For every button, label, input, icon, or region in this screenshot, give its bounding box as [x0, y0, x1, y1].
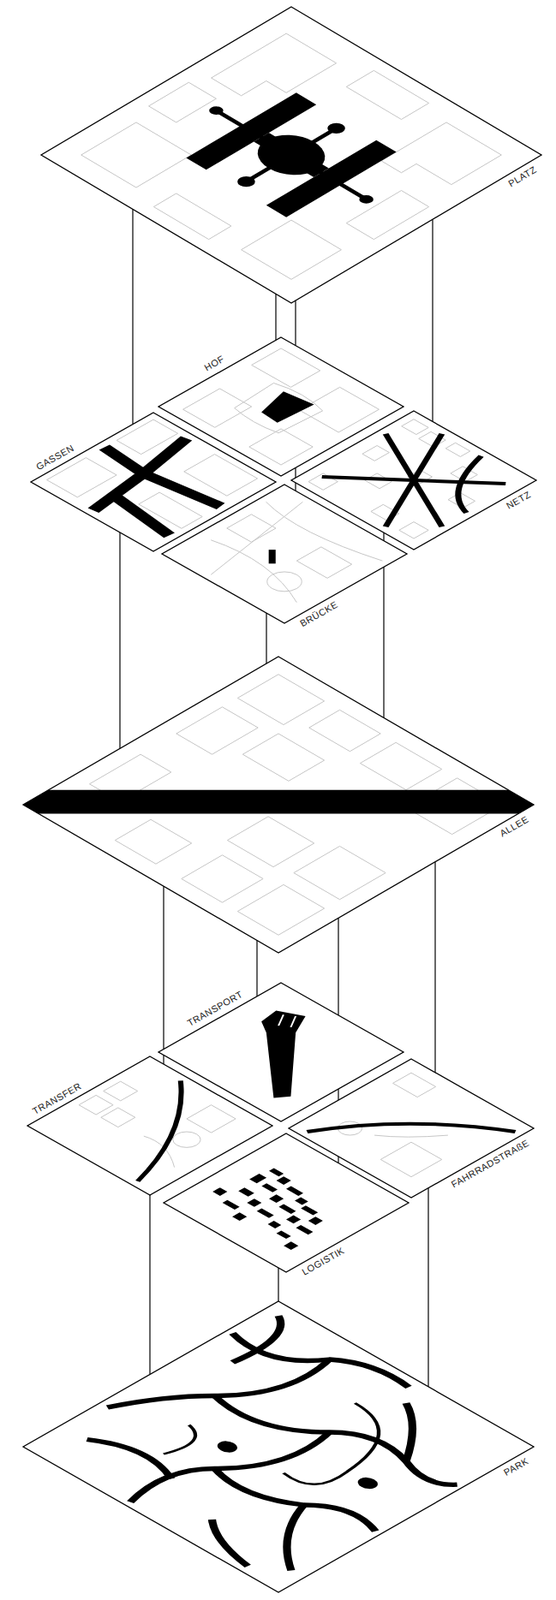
plate-outline: [23, 1302, 534, 1594]
connector-line: [131, 209, 133, 425]
layer-label: NETZ: [502, 488, 535, 513]
connector-line: [162, 886, 164, 1065]
map-layer-plate: FAHRRADSTRAßE: [288, 1059, 534, 1199]
plate-outline: [158, 983, 404, 1123]
avenue-map: [23, 657, 534, 954]
bridge-map: [161, 484, 407, 624]
layer-label: PLATZ: [504, 163, 540, 192]
layer-label: TRANSFER: [29, 1080, 85, 1118]
map-layer-plate: BRÜCKE: [161, 484, 407, 624]
connector-line: [119, 532, 120, 749]
layer-label: BRÜCKE: [296, 597, 341, 630]
map-layer-plate: GASSEN: [30, 412, 276, 552]
plate-outline: [158, 337, 404, 477]
plate-outline: [291, 411, 537, 551]
plaza-map: [41, 6, 542, 304]
map-layer-plate: LOGISTIK: [163, 1134, 409, 1274]
connector-line: [149, 1195, 150, 1376]
logistics-map: [163, 1134, 409, 1274]
layer-label: TRANSPORT: [184, 988, 247, 1031]
connector-line: [431, 219, 433, 422]
layer-label: FAHRRADSTRAßE: [447, 1136, 533, 1192]
connector-line: [434, 862, 436, 1074]
connector-line: [427, 1189, 429, 1388]
map-layer-plate: NETZ: [291, 411, 537, 551]
layer-label: ALLEE: [496, 813, 533, 842]
map-layer-plate: PLATZ: [41, 6, 542, 304]
plate-outline: [41, 6, 542, 304]
layer-label: GASSEN: [32, 442, 78, 474]
plate-outline: [163, 1134, 409, 1274]
connector-line: [256, 940, 258, 997]
plate-outline: [161, 484, 407, 624]
plate-outline: [23, 657, 534, 954]
park-map: [23, 1302, 534, 1594]
layer-label: PARK: [500, 1455, 533, 1481]
map-layer-plate: TRANSPORT: [158, 983, 404, 1123]
map-layer-plate: ALLEE: [23, 657, 534, 954]
connector-line: [265, 613, 267, 664]
map-layer-plate: HOF: [158, 337, 404, 477]
plate-outline: [288, 1059, 534, 1199]
connector-line: [277, 1268, 279, 1303]
layer-label: HOF: [201, 352, 228, 375]
connector-line: [275, 293, 276, 341]
map-layer-plate: TRANSFER: [27, 1057, 273, 1196]
plate-outline: [30, 412, 276, 552]
map-layer-plate: PARK: [23, 1302, 534, 1594]
plate-outline: [27, 1057, 273, 1196]
